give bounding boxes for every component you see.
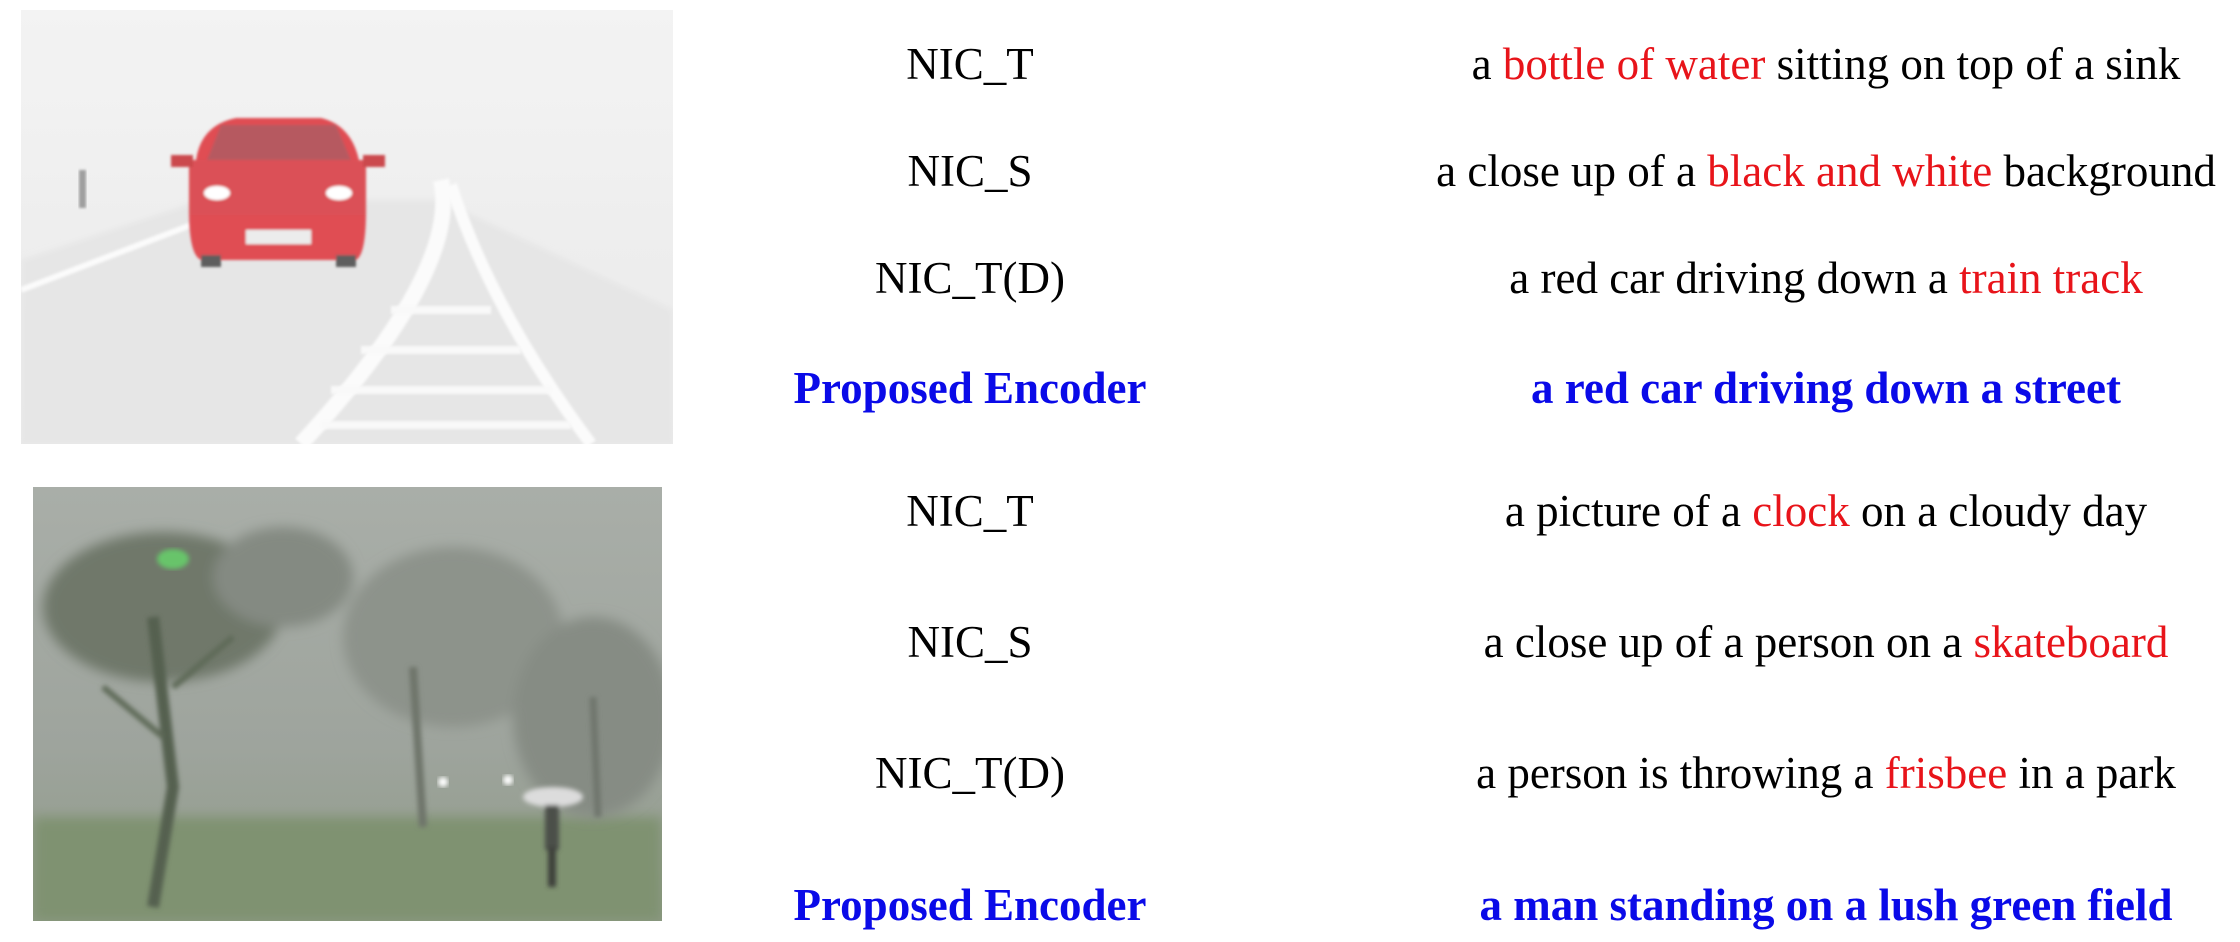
caption-error-phrase: bottle of water: [1502, 39, 1766, 89]
caption-error-phrase: skateboard: [1973, 617, 2169, 667]
caption-proposed-encoder: a red car driving down a street: [1531, 366, 2121, 411]
caption-nic-t: a bottle of water sitting on top of a si…: [1472, 42, 2181, 87]
caption-nic-t: a picture of a clock on a cloudy day: [1505, 489, 2147, 534]
caption-error-phrase: black and white: [1707, 146, 1993, 196]
caption-text: a red car driving down a: [1509, 253, 1960, 303]
method-label-nic-s: NIC_S: [907, 617, 1033, 667]
caption-text: a close up of a: [1436, 146, 1708, 196]
caption-text: a: [1471, 39, 1503, 89]
method-label-nic-s: NIC_S: [907, 146, 1033, 196]
caption-text: on a cloudy day: [1849, 486, 2148, 536]
caption-text: a close up of a person on a: [1483, 617, 1974, 667]
caption-error-phrase: train track: [1959, 253, 2143, 303]
caption-text: a person is throwing a: [1476, 748, 1885, 798]
method-label-nic-t-d: NIC_T(D): [875, 748, 1065, 798]
caption-nic-s: a close up of a black and white backgrou…: [1436, 149, 2216, 194]
caption-text: background: [1992, 146, 2216, 196]
method-label-nic-t: NIC_T: [906, 39, 1034, 89]
misty-park-image: [33, 487, 662, 921]
caption-text: a red car driving down a street: [1531, 363, 2121, 413]
foggy-road-image: [21, 10, 673, 444]
method-label-proposed-encoder: Proposed Encoder: [793, 880, 1147, 930]
caption-text: sitting on top of a sink: [1765, 39, 2181, 89]
caption-text: a picture of a: [1504, 486, 1753, 536]
caption-text: in a park: [2007, 748, 2176, 798]
caption-nic-s: a close up of a person on a skateboard: [1484, 620, 2169, 665]
method-label-proposed-encoder: Proposed Encoder: [793, 363, 1147, 413]
method-label-nic-t: NIC_T: [906, 486, 1034, 536]
caption-nic-t-d: a person is throwing a frisbee in a park: [1476, 751, 2176, 796]
method-label-nic-t-d: NIC_T(D): [875, 253, 1065, 303]
caption-text: a man standing on a lush green field: [1479, 880, 2173, 930]
caption-proposed-encoder: a man standing on a lush green field: [1479, 883, 2172, 928]
caption-error-phrase: frisbee: [1884, 748, 2008, 798]
caption-nic-t-d: a red car driving down a train track: [1509, 256, 2142, 301]
caption-error-phrase: clock: [1752, 486, 1850, 536]
